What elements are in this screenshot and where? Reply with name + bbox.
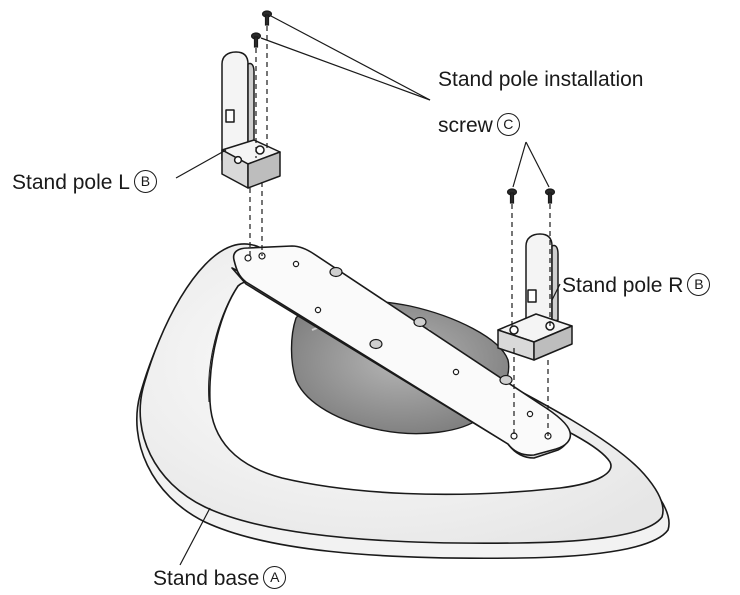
mounting-plate-top bbox=[232, 245, 572, 456]
stand-pole-l bbox=[221, 51, 281, 189]
pole-l-screw-hole bbox=[233, 155, 243, 165]
leader-base bbox=[179, 507, 211, 566]
pole-r-column-side bbox=[551, 244, 559, 323]
pole-r-letter-badge: B bbox=[687, 273, 711, 296]
alignment-guides bbox=[249, 26, 551, 436]
pole-l-notch bbox=[225, 109, 235, 123]
plate-bosses bbox=[329, 266, 513, 386]
plate-hole bbox=[526, 410, 534, 418]
plate-boss bbox=[329, 266, 343, 278]
plate-boss bbox=[369, 338, 383, 350]
stand-pole-r bbox=[497, 233, 573, 361]
screw-l-2 bbox=[250, 32, 262, 48]
screw-letter-badge: C bbox=[496, 113, 520, 136]
screw-r-1 bbox=[506, 188, 518, 204]
leader-screw-r2 bbox=[525, 141, 550, 188]
pole-r-notch bbox=[527, 289, 537, 303]
pole-l-label-text: Stand pole L bbox=[12, 171, 130, 195]
leader-lines bbox=[175, 15, 561, 566]
screw-label-line1: Stand pole installation bbox=[438, 69, 643, 90]
screws bbox=[250, 10, 556, 204]
pole-r-label-text: Stand pole R bbox=[562, 274, 684, 298]
plate-hole bbox=[244, 254, 252, 262]
plate-hole bbox=[314, 306, 322, 314]
base-label-text: Stand base bbox=[153, 567, 260, 591]
pole-r-foot-side bbox=[533, 325, 573, 361]
leader-screw-l1 bbox=[270, 15, 431, 101]
screw-label-text-2: screw bbox=[438, 114, 493, 138]
plate-boss bbox=[499, 374, 513, 386]
pole-l-screw-hole bbox=[255, 145, 265, 155]
screw-l-1 bbox=[261, 10, 273, 26]
pole-l-letter-badge: B bbox=[133, 170, 157, 193]
leader-pole-l bbox=[175, 149, 227, 179]
pole-l-foot-side bbox=[247, 151, 281, 189]
mounting-plate bbox=[231, 245, 572, 459]
leader-screw-l2 bbox=[260, 37, 431, 101]
leader-screw-r1 bbox=[512, 141, 527, 188]
plate-hole bbox=[292, 260, 300, 268]
pole-l-column-side bbox=[247, 62, 255, 151]
stand-base-inner-ring-edge bbox=[208, 291, 235, 403]
leader-pole-r bbox=[551, 283, 561, 301]
plate-boss bbox=[413, 316, 427, 328]
pole-r-screw-hole bbox=[509, 325, 519, 335]
screw-r-2 bbox=[544, 188, 556, 204]
screw-label-text: Stand pole installation bbox=[438, 68, 644, 91]
plate-hole bbox=[452, 368, 460, 376]
base-letter-badge: A bbox=[263, 566, 287, 589]
